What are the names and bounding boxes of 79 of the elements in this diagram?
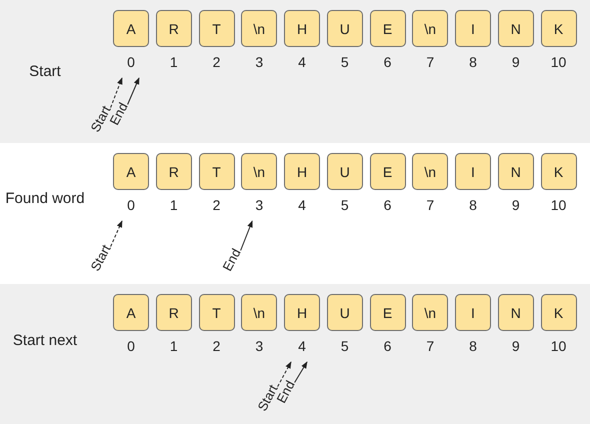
index-number: 5 — [340, 54, 350, 70]
letter-tile: U — [326, 153, 363, 190]
band-panel — [0, 0, 590, 143]
letter-tile: U — [326, 10, 363, 47]
index-number: 9 — [510, 197, 521, 213]
dashed-arrow — [277, 361, 292, 388]
index-number: 0 — [126, 54, 136, 70]
index-number: 9 — [510, 338, 521, 354]
index-number: 4 — [297, 338, 307, 354]
index-number: 0 — [126, 197, 136, 213]
letter-tile: T — [198, 10, 234, 47]
index-number: 2 — [212, 54, 222, 70]
arrow — [294, 361, 308, 383]
letter-tile: H — [284, 294, 320, 331]
index-number: 8 — [468, 338, 478, 354]
index-number: 3 — [254, 197, 264, 213]
index-number: 5 — [340, 338, 350, 354]
letter-tile: K — [540, 294, 576, 331]
row-label: Start next — [12, 331, 78, 350]
letter-tile: E — [370, 153, 406, 190]
index-number: 4 — [297, 54, 307, 70]
index-number: 1 — [168, 338, 179, 354]
index-number: 5 — [340, 197, 350, 213]
letter-tile: I — [455, 294, 491, 331]
index-number: 4 — [297, 197, 307, 213]
letter-tile: N — [498, 10, 534, 47]
index-number: 6 — [382, 338, 392, 354]
index-number: 1 — [168, 54, 179, 70]
row-label: Start — [28, 62, 62, 81]
pointer-label: Start — [88, 242, 114, 274]
pointer-label: End — [220, 246, 244, 274]
letter-tile: N — [498, 153, 534, 190]
index-number: 1 — [168, 197, 179, 213]
letter-tile: H — [284, 153, 320, 190]
index-number: 7 — [425, 338, 436, 354]
letter-tile: E — [370, 294, 406, 331]
index-number: 7 — [425, 197, 436, 213]
band-panel — [0, 284, 590, 424]
letter-tile: T — [198, 294, 234, 331]
letter-tile: H — [284, 10, 320, 47]
index-number: 10 — [550, 54, 568, 70]
letter-tile: \n — [241, 10, 278, 47]
letter-tile: I — [455, 10, 491, 47]
letter-tile: E — [370, 10, 406, 47]
letter-tile: N — [498, 294, 534, 331]
letter-tile: R — [156, 294, 192, 331]
index-number: 10 — [550, 197, 568, 213]
row-label: Found word — [5, 189, 85, 208]
index-number: 2 — [212, 197, 222, 213]
letter-tile: K — [540, 10, 576, 47]
index-number: 9 — [510, 54, 521, 70]
letter-tile: K — [540, 153, 576, 190]
letter-tile: \n — [412, 10, 448, 47]
letter-tile: R — [156, 10, 192, 47]
letter-tile: U — [326, 294, 363, 331]
index-number: 8 — [468, 197, 478, 213]
letter-tile: T — [198, 153, 234, 190]
index-number: 0 — [126, 338, 136, 354]
index-number: 2 — [212, 338, 222, 354]
arrow — [127, 77, 140, 105]
dashed-arrow — [110, 77, 122, 108]
dashed-arrow — [110, 220, 122, 248]
index-number: 3 — [254, 54, 264, 70]
letter-tile: A — [113, 153, 149, 190]
index-number: 6 — [382, 54, 392, 70]
letter-tile: \n — [412, 294, 448, 331]
letter-tile: A — [113, 294, 149, 331]
letter-tile: I — [455, 153, 491, 190]
index-number: 3 — [254, 338, 264, 354]
letter-tile: \n — [241, 294, 278, 331]
index-number: 8 — [468, 54, 478, 70]
letter-tile: \n — [412, 153, 448, 190]
letter-tile: A — [113, 10, 149, 47]
arrow — [240, 220, 253, 251]
index-number: 6 — [382, 197, 392, 213]
index-number: 10 — [550, 338, 568, 354]
letter-tile: R — [156, 153, 192, 190]
index-number: 7 — [425, 54, 436, 70]
letter-tile: \n — [241, 153, 278, 190]
